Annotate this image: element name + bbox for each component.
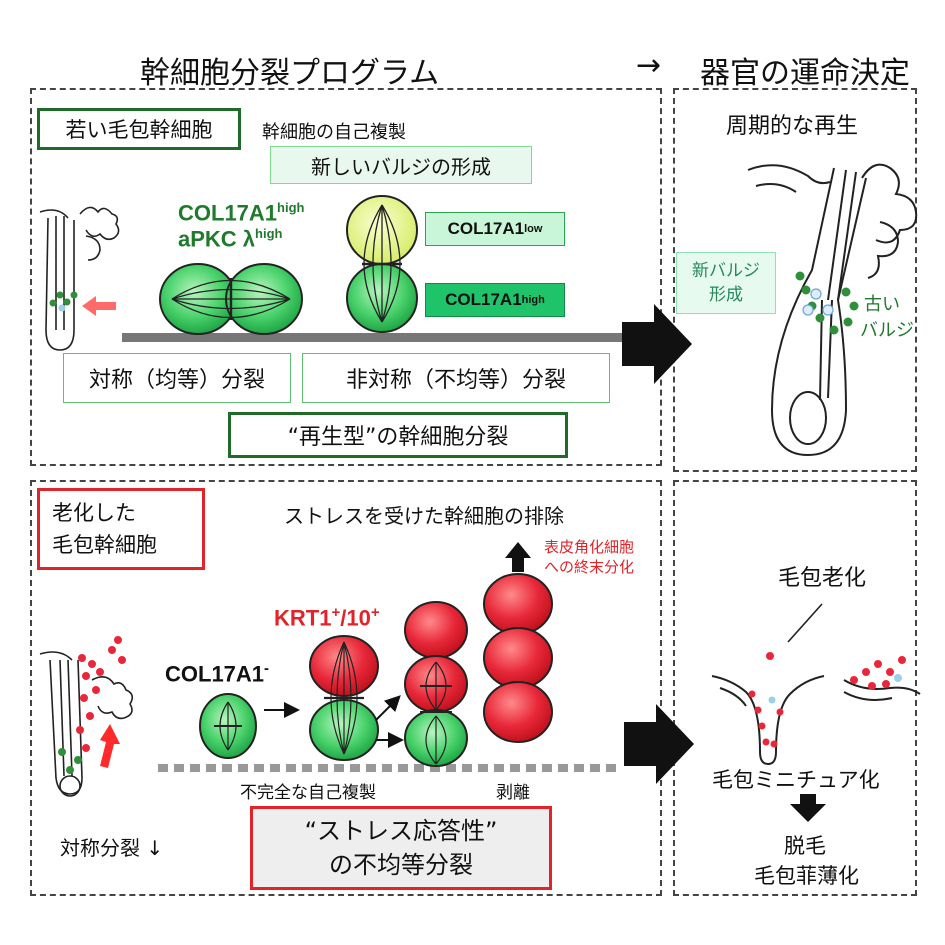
periodic-regeneration-title: 周期的な再生: [726, 114, 859, 139]
young-follicle-cells: [49, 291, 78, 312]
new-bulge-line1: 新バルジ: [692, 261, 760, 281]
apkc-sup: high: [255, 226, 283, 241]
symmetric-box: 対称（均等）分裂: [63, 353, 291, 403]
red-arrow-up: [100, 724, 120, 768]
incomplete-renewal-label: 不完全な自己複製: [240, 783, 376, 803]
col17a1-high-box-sup: high: [521, 294, 545, 306]
stress-responsive-box: “ストレス応答性” の不均等分裂: [250, 806, 552, 890]
self-renewal-label: 幹細胞の自己複製: [262, 122, 406, 143]
young-follicle-sketch: [39, 206, 120, 351]
asymmetric-box: 非対称（不均等）分裂: [302, 353, 610, 403]
arrow-3: [375, 695, 401, 721]
col17a1-low-sup: low: [524, 223, 543, 235]
pointer-line: [787, 603, 823, 643]
panel-top-right: [673, 88, 917, 472]
thinning-label: 毛包菲薄化: [754, 864, 859, 888]
col17a1-high-label: COL17A1high: [178, 200, 304, 226]
aged-follicle-cells: [58, 636, 126, 774]
aged-follicle-sketch: [39, 651, 134, 797]
panel-top-left: [30, 88, 662, 466]
terminal-diff-line1: 表皮角化細胞: [544, 538, 635, 556]
krt-label: KRT1+/10+: [274, 604, 380, 631]
old-bulge-line2: バルジ: [860, 320, 914, 341]
stress-line2: の不均等分裂: [329, 851, 473, 879]
header-arrow: →: [636, 48, 662, 83]
bulge-cells: [795, 271, 859, 335]
krt-mid: /10: [340, 605, 371, 631]
col17a1-minus-label: COL17A1-: [165, 660, 269, 687]
red-arrow-left: [82, 296, 116, 316]
col17a1-low-text: COL17A1: [447, 219, 525, 238]
aged-line2: 毛包幹細胞: [52, 533, 157, 557]
symmetric-label: 対称（均等）分裂: [88, 368, 265, 393]
col17a1-minus-sup: -: [264, 660, 270, 677]
apkc-text: aPKC λ: [178, 226, 256, 252]
col17a1-minus-text: COL17A1: [165, 661, 265, 687]
aged-line1: 老化した: [52, 501, 136, 525]
new-bulge-label: 新しいバルジの形成: [311, 154, 491, 179]
regenerative-label: “再生型”の幹細胞分裂: [287, 425, 509, 450]
col17a1-text: COL17A1: [178, 200, 278, 226]
col17a1-negative-cell: [199, 693, 257, 759]
regenerative-box: “再生型”の幹細胞分裂: [228, 412, 568, 458]
young-stem-cell-box: 若い毛包幹細胞: [37, 108, 241, 150]
panel-bottom-right: [673, 480, 917, 896]
asymmetric-label: 非対称（不均等）分裂: [345, 368, 566, 393]
header-right: 器官の運命決定: [700, 56, 910, 91]
krt-sup2: +: [370, 604, 380, 621]
big-arrow-top: [622, 304, 692, 384]
apkc-high-label: aPKC λhigh: [178, 226, 282, 252]
peel-label: 剥離: [496, 783, 530, 803]
asymmetric-cell-pair: [346, 195, 418, 333]
basement-membrane-bar: [122, 333, 622, 342]
new-bulge-box: 新しいバルジの形成: [270, 146, 532, 184]
stress-line1: “ストレス応答性”: [304, 817, 498, 845]
header-left: 幹細胞分裂プログラム: [140, 56, 440, 91]
new-bulge-line2: 形成: [709, 285, 743, 305]
panel-bottom-left: [30, 480, 662, 896]
follicle-aging-label: 毛包老化: [778, 566, 867, 591]
black-up-arrow: [505, 542, 531, 572]
col17a1-high-box-text: COL17A1: [445, 290, 522, 309]
aged-stem-cell-box: 老化した 毛包幹細胞: [37, 488, 205, 570]
hair-loss-label: 脱毛: [784, 834, 826, 858]
down-arrow-miniature: [790, 794, 826, 822]
krt-sup1: +: [331, 604, 341, 621]
big-arrow-bottom: [624, 704, 694, 784]
terminal-diff-line2: への終末分化: [544, 558, 635, 576]
new-bulge-formation-box: 新バルジ 形成: [676, 252, 776, 314]
miniaturization-label: 毛包ミニチュア化: [712, 768, 880, 792]
col17a1-sup: high: [277, 200, 305, 215]
shedding-red-cells: [483, 573, 553, 743]
symmetric-cell-pair: [159, 263, 303, 335]
triple-cell-stack: [404, 601, 468, 767]
old-bulge-line1: 古い: [864, 294, 900, 315]
regenerating-follicle: [747, 163, 918, 457]
krt-text: KRT1: [274, 605, 332, 631]
red-green-division: [309, 635, 379, 761]
symmetric-decrease-label: 対称分裂 ↓: [60, 836, 164, 860]
young-stem-cell-label: 若い毛包幹細胞: [65, 118, 213, 142]
miniaturized-follicle: [711, 675, 921, 766]
stress-removal-label: ストレスを受けた幹細胞の排除: [284, 504, 564, 528]
miniaturized-follicle-cells: [748, 652, 906, 748]
